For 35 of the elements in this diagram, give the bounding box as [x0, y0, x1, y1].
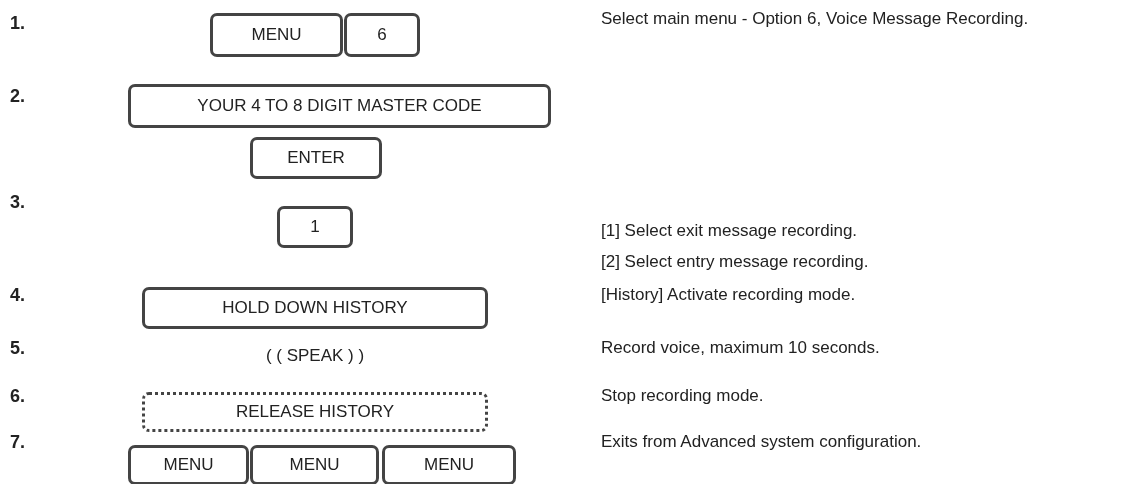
key-box: [142, 287, 488, 329]
key-label: RELEASE HISTORY: [235, 402, 395, 422]
key-label: MENU: [423, 455, 475, 475]
key-label: YOUR 4 TO 8 DIGIT MASTER CODE: [197, 96, 482, 116]
key-label: MENU: [289, 455, 340, 475]
key-label: MENU: [163, 455, 214, 475]
key-label: MENU: [251, 25, 302, 45]
speak-instruction: ( ( SPEAK ) ): [264, 345, 366, 367]
step-description: [1] Select exit message recording.: [601, 220, 858, 242]
step-number: 1.: [10, 12, 25, 34]
step-description: [History] Activate recording mode.: [601, 284, 856, 306]
key-box: [128, 445, 249, 484]
step-description: Exits from Advanced system configuration.: [601, 431, 922, 453]
step-number: 6.: [10, 385, 25, 407]
step-number: 2.: [10, 85, 25, 107]
step-number: 5.: [10, 337, 25, 359]
step-number: 4.: [10, 284, 25, 306]
key-box: [250, 445, 379, 484]
key-box: [344, 13, 420, 57]
key-label: ENTER: [287, 148, 345, 168]
step-description: [2] Select entry message recording.: [601, 251, 869, 273]
key-label: HOLD DOWN HISTORY: [222, 298, 408, 318]
key-label: 6: [377, 25, 387, 45]
key-box: [250, 137, 382, 179]
key-box: [128, 84, 551, 128]
key-box: [382, 445, 516, 484]
step-description: Record voice, maximum 10 seconds.: [601, 337, 880, 359]
step-number: 3.: [10, 191, 25, 213]
key-box: [210, 13, 343, 57]
step-number: 7.: [10, 431, 25, 453]
key-box: [277, 206, 353, 248]
step-description: Stop recording mode.: [601, 385, 764, 407]
key-label: 1: [310, 217, 320, 237]
dotted-key-box: [142, 392, 488, 432]
step-description: Select main menu - Option 6, Voice Message Recording.: [601, 8, 1029, 30]
